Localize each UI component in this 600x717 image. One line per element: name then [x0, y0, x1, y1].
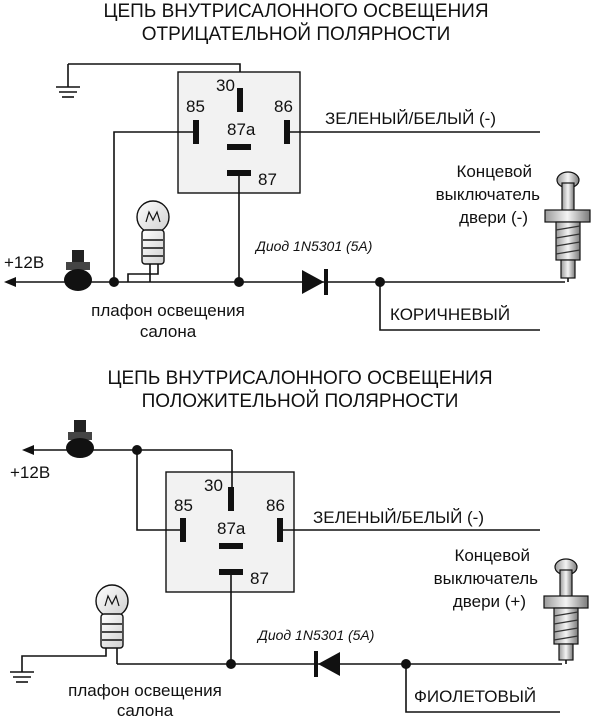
plug-connector-icon: [66, 420, 94, 458]
switch-label-line2: выключатель: [434, 569, 539, 588]
diode-icon: [302, 269, 328, 295]
pin-87-label: 87: [258, 170, 277, 189]
lamp-label-line1: плафон освещения: [91, 301, 245, 320]
arrow-left-icon: [4, 277, 16, 287]
pin-85-label: 85: [174, 496, 193, 515]
pin-85-label: 85: [186, 97, 205, 116]
pin-86-contact: [277, 518, 283, 542]
negative-polarity-diagram: ЦЕПЬ ВНУТРИСАЛОННОГО ОСВЕЩЕНИЯ ОТРИЦАТЕЛ…: [4, 1, 591, 341]
pin-30-contact: [228, 487, 234, 511]
lamp-label-line2: салона: [117, 701, 174, 717]
title-line1: ЦЕПЬ ВНУТРИСАЛОННОГО ОСВЕЩЕНИЯ: [107, 368, 492, 389]
wire-85: [113, 131, 193, 282]
pin-85-contact: [193, 120, 199, 144]
pin-87-label: 87: [250, 569, 269, 588]
switch-label-line1: Концевой: [456, 162, 532, 181]
pin-87a-label: 87a: [227, 120, 256, 139]
ground-icon: [10, 671, 34, 683]
junction-dot: [234, 277, 244, 287]
switch-label-line3: двери (+): [453, 592, 526, 611]
junction-dot: [109, 277, 119, 287]
wire-green-white-label: ЗЕЛЕНЫЙ/БЕЛЫЙ (-): [325, 109, 496, 128]
title-line2: ОТРИЦАТЕЛЬНОЙ ПОЛЯРНОСТИ: [142, 23, 451, 45]
door-switch-icon: [544, 171, 591, 282]
switch-label-line2: выключатель: [436, 185, 541, 204]
pin-87a-contact: [219, 543, 243, 549]
plug-connector-icon: [64, 250, 92, 291]
title-line2: ПОЛОЖИТЕЛЬНОЙ ПОЛЯРНОСТИ: [142, 390, 459, 412]
lamp-bulb-icon: [127, 200, 170, 282]
diode-label: Диод 1N5301 (5А): [254, 238, 372, 254]
pin-30-label: 30: [216, 76, 235, 95]
door-switch-icon: [543, 558, 589, 664]
pin-87-contact: [219, 569, 243, 575]
pin-86-label: 86: [266, 496, 285, 515]
wire-green-white-label: ЗЕЛЕНЫЙ/БЕЛЫЙ (-): [313, 508, 484, 527]
wire-color-lead: [379, 282, 540, 331]
pin-30-contact: [237, 88, 243, 112]
positive-polarity-diagram: ЦЕПЬ ВНУТРИСАЛОННОГО ОСВЕЩЕНИЯ ПОЛОЖИТЕЛ…: [10, 368, 589, 717]
switch-label-line3: двери (-): [459, 208, 528, 227]
lamp-label-line2: салона: [140, 322, 197, 341]
pin-86-contact: [284, 120, 290, 144]
arrow-left-icon: [22, 445, 34, 455]
pin-30-label: 30: [204, 476, 223, 495]
title-line1: ЦЕПЬ ВНУТРИСАЛОННОГО ОСВЕЩЕНИЯ: [103, 1, 488, 22]
diode-icon: [314, 651, 340, 677]
lamp-label-line1: плафон освещения: [68, 681, 222, 700]
wire-color-lead: [405, 664, 560, 713]
power-label: +12В: [4, 253, 44, 272]
switch-label-line1: Концевой: [454, 546, 530, 565]
pin-87-contact: [227, 170, 251, 176]
diode-label: Диод 1N5301 (5А): [256, 627, 374, 643]
pin-87a-contact: [227, 144, 251, 150]
ground-icon: [56, 64, 80, 98]
pin-87a-label: 87a: [217, 519, 246, 538]
wire-85: [136, 450, 180, 531]
wire-color-label: ФИОЛЕТОВЫЙ: [414, 687, 536, 706]
pin-85-contact: [180, 518, 186, 542]
power-label: +12В: [10, 463, 50, 482]
wire-color-label: КОРИЧНЕВЫЙ: [390, 305, 510, 324]
lamp-bulb-icon: [21, 584, 129, 672]
junction-dot: [226, 659, 236, 669]
pin-86-label: 86: [274, 97, 293, 116]
